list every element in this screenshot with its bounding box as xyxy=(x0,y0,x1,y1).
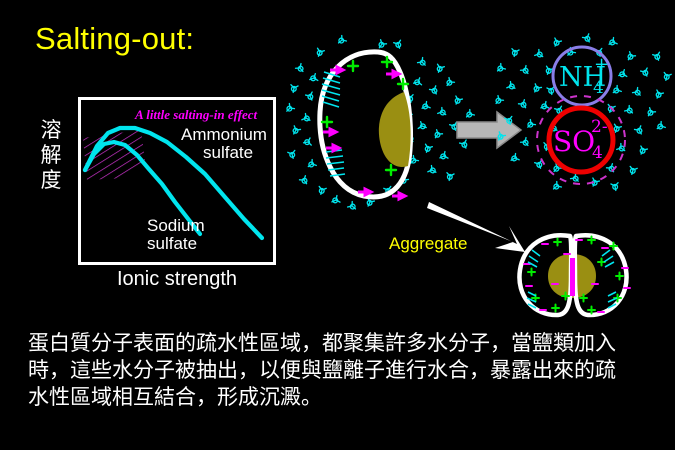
chart-x-axis-label: Ionic strength xyxy=(116,268,238,290)
ammonium-label-line1: Ammonium xyxy=(181,125,267,144)
gray-right-arrow xyxy=(456,110,523,150)
sodium-label-line2: sulfate xyxy=(147,234,198,253)
chart-svg xyxy=(82,125,265,241)
caption-line-1: 蛋白質分子表面的疏水性區域，都聚集許多水分子，當鹽類加入 xyxy=(28,331,616,355)
aggregate-arrow xyxy=(427,202,525,252)
water-molecules-around-ions xyxy=(495,33,672,192)
aggregate-negative-marks xyxy=(523,239,631,313)
sodium-label-line1: Sodium xyxy=(147,216,205,235)
sulfate-hydration-shell xyxy=(536,95,626,185)
ammonium-label-line2: sulfate xyxy=(203,143,254,162)
caption-line-2: 時，這些水分子被抽出，以便與鹽離子進行水合，暴露出來的疏 xyxy=(28,358,616,382)
curve-ammonium-sulfate xyxy=(82,125,265,241)
ammonium-subscript: 4 xyxy=(593,78,604,98)
y-axis-char-2: 解 xyxy=(40,143,62,167)
chart-annotation: A little salting-in effect xyxy=(135,107,258,122)
hydrophobic-patch xyxy=(378,92,411,167)
page-title: Salting-out: xyxy=(35,21,195,56)
ammonium-circle xyxy=(551,45,613,107)
chart-y-axis-label: 溶 解 度 xyxy=(34,118,68,193)
protein-outline xyxy=(317,49,413,200)
y-axis-char-3: 度 xyxy=(40,168,62,192)
positive-charges xyxy=(320,55,410,177)
sulfate-subscript: 4 xyxy=(592,143,603,163)
chart-plot-area: A little salting-in effect Ammonium sulf… xyxy=(78,97,276,265)
solubility-chart: 溶 解 度 A little salting-in effect xyxy=(32,92,282,297)
curve-sodium-sulfate xyxy=(82,139,203,237)
aggregate-core xyxy=(570,258,575,296)
chart-series-label-sodium: Sodium sulfate xyxy=(147,217,205,253)
ammonium-formula: NH xyxy=(559,62,606,93)
aggregate-figure xyxy=(517,233,631,318)
sulfate-formula: SO xyxy=(553,125,595,158)
y-axis-char-1: 溶 xyxy=(40,118,62,142)
hydrated-ions-figure: NH 4 + SO 4 2- xyxy=(495,33,672,192)
sulfate-superscript: 2- xyxy=(591,117,608,137)
aggregate-label: Aggregate xyxy=(389,234,468,253)
ammonium-superscript: + xyxy=(594,54,609,75)
aggregate-hatch-lines xyxy=(526,249,618,309)
hydrated-protein-figure xyxy=(286,34,476,210)
caption-paragraph: 蛋白質分子表面的疏水性區域，都聚集許多水分子，當鹽類加入 時，這些水分子被抽出，… xyxy=(28,330,653,411)
caption-line-3: 水性區域相互結合，形成沉澱。 xyxy=(28,385,322,409)
dipole-arrows xyxy=(323,64,409,202)
sulfate-circle xyxy=(546,105,616,175)
chart-series-label-ammonium: Ammonium sulfate xyxy=(181,126,267,162)
